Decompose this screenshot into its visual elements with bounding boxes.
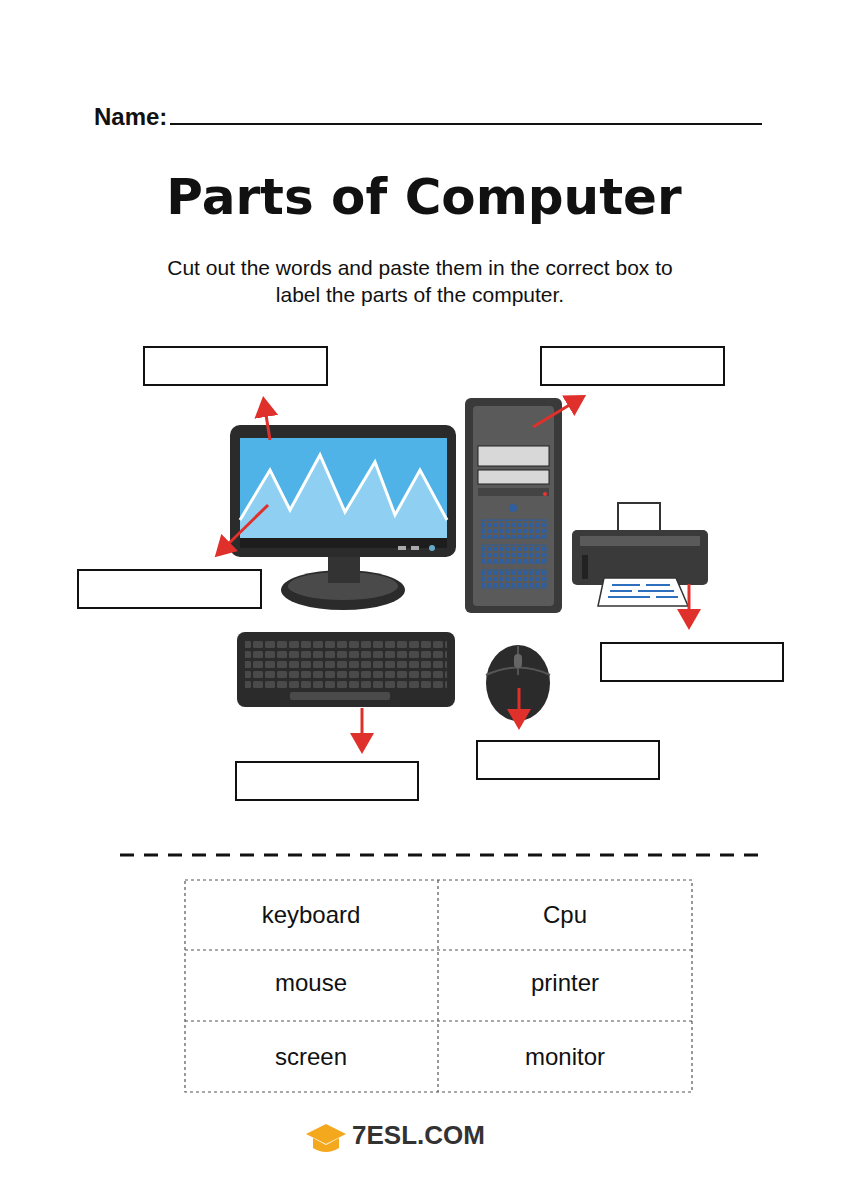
keyboard-drawing [237, 632, 455, 707]
word-card: printer [445, 967, 685, 998]
word-card: keyboard [191, 899, 431, 930]
word-table [185, 880, 692, 1092]
word-card: screen [191, 1041, 431, 1072]
monitor-drawing [230, 425, 456, 610]
word-card: mouse [191, 967, 431, 998]
answer-boxes [78, 347, 783, 800]
worksheet-title: Parts of Computer [74, 165, 774, 230]
word-card: monitor [445, 1041, 685, 1072]
cpu-tower-drawing [465, 398, 562, 613]
instruction-text: Cut out the words and paste them in the … [160, 254, 680, 309]
cut-line [120, 854, 760, 857]
name-line [170, 123, 762, 125]
name-field-label: Name: [94, 101, 174, 132]
logo-text: 7ESL.COM [352, 1119, 552, 1153]
logo-icon [306, 1124, 346, 1152]
pointer-arrows [219, 398, 689, 748]
word-card: Cpu [445, 899, 685, 930]
